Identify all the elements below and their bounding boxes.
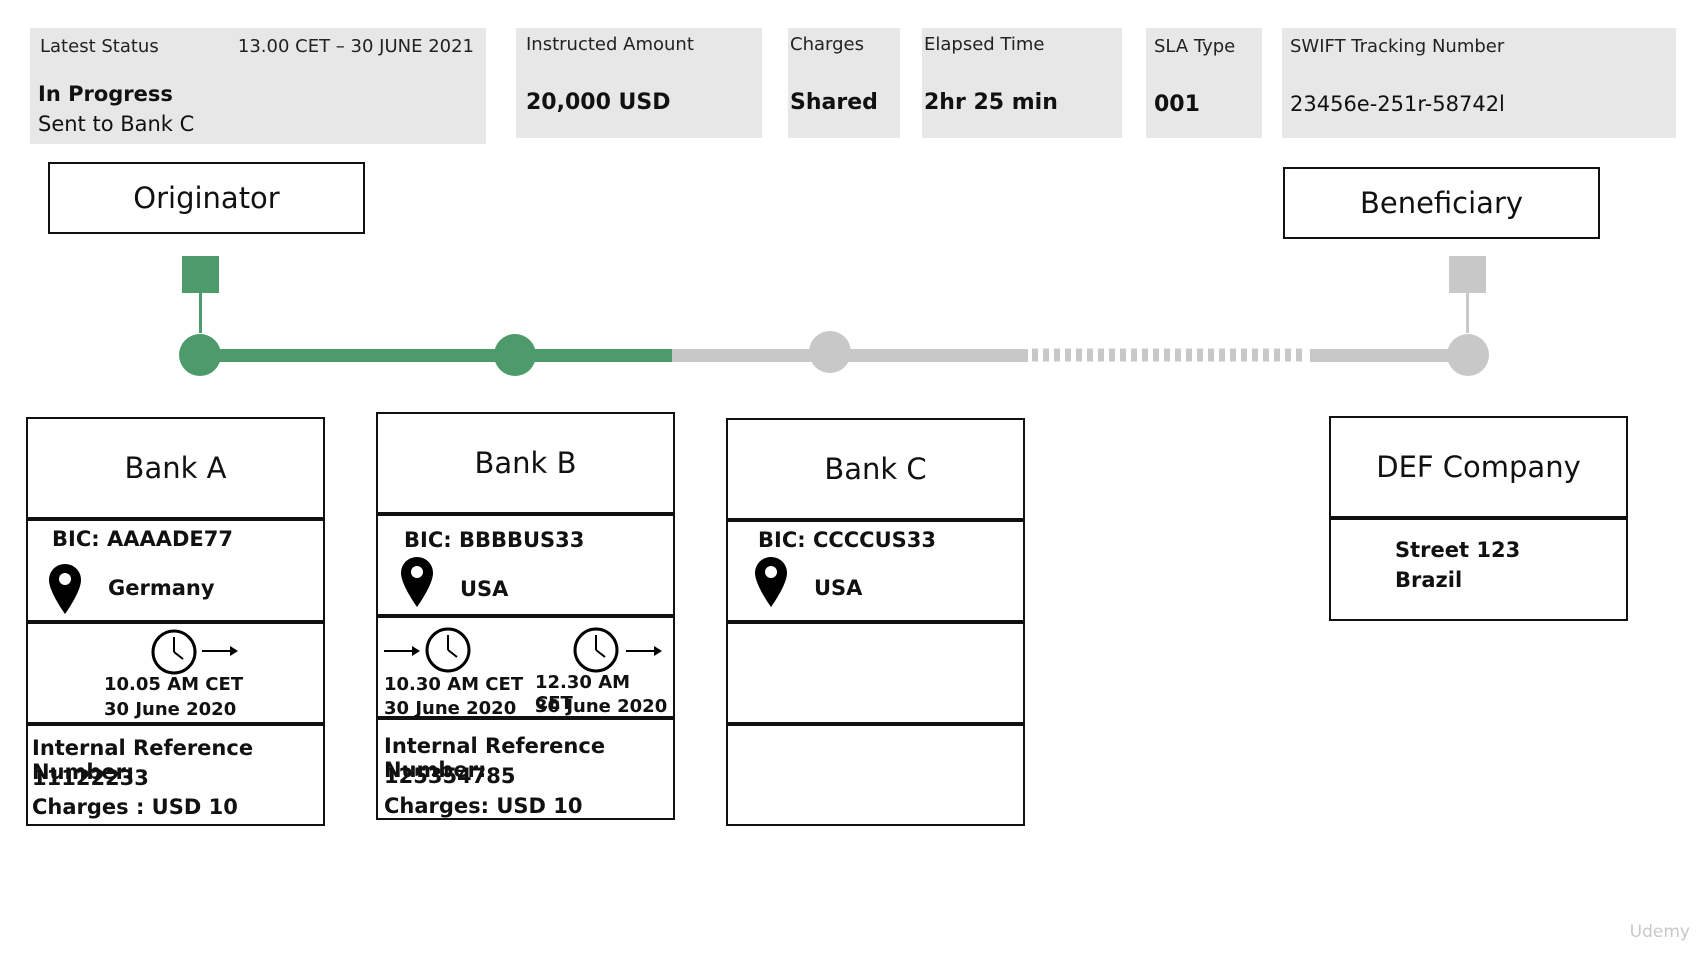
beneficiary-marker (1449, 256, 1486, 293)
bank-a-header: Bank A (26, 417, 325, 519)
latest-status-detail: Sent to Bank C (38, 112, 195, 136)
bank-a-details: BIC: AAAADE77 Germany (26, 519, 325, 622)
latest-status-timestamp: 13.00 CET – 30 JUNE 2021 (237, 36, 474, 57)
instructed-amount-label: Instructed Amount (526, 34, 694, 55)
swift-tracking-card: SWIFT Tracking Number 23456e-251r-58742l (1282, 28, 1676, 138)
bank-a-reference: Internal Reference Number: 11122233 Char… (26, 724, 325, 826)
bank-a-ref-label: Internal Reference Number: (32, 736, 254, 784)
bank-b-ref-number: 125354785 (384, 764, 516, 788)
originator-marker (182, 256, 219, 293)
bank-b-bic: BIC: BBBBUS33 (404, 528, 585, 552)
beneficiary-box: Beneficiary (1283, 167, 1600, 239)
bank-a-charges: Charges : USD 10 (32, 795, 238, 819)
bank-b-departure-date: 30 June 2020 (535, 696, 668, 717)
latest-status-label: Latest Status (40, 36, 159, 57)
bank-b-arrival-date: 30 June 2020 (384, 698, 517, 719)
instructed-amount-card: Instructed Amount 20,000 USD (516, 28, 762, 138)
company-country: Brazil (1395, 568, 1463, 592)
bank-b-charges: Charges: USD 10 (384, 794, 583, 818)
timeline-completed-segment (200, 349, 672, 362)
bank-a-country: Germany (108, 576, 215, 600)
bank-a-times: 10.05 AM CET 30 June 2020 (26, 622, 325, 724)
location-pin-icon (49, 564, 81, 614)
bank-b-country: USA (460, 577, 509, 601)
bank-c-name: Bank C (824, 452, 927, 486)
swift-tracking-value: 23456e-251r-58742l (1290, 92, 1505, 116)
sla-type-value: 001 (1154, 92, 1200, 117)
company-street: Street 123 (1395, 538, 1521, 562)
bank-a-ref-number: 11122233 (32, 766, 149, 790)
bank-b-departure-time: 12.30 AM CET (535, 672, 631, 714)
outgoing-arrow-icon (626, 646, 662, 656)
bank-b-ref-label: Internal Reference Number: (384, 734, 606, 782)
bank-c-reference (726, 724, 1025, 826)
bank-a-bic: BIC: AAAADE77 (52, 527, 233, 551)
charges-label: Charges (790, 34, 864, 55)
bank-c-header: Bank C (726, 418, 1025, 520)
elapsed-time-value: 2hr 25 min (924, 90, 1058, 115)
incoming-arrow-icon (384, 646, 420, 656)
company-header: DEF Company (1329, 416, 1628, 518)
node-bank-b (494, 334, 536, 376)
originator-stem (199, 293, 202, 333)
elapsed-time-label: Elapsed Time (924, 34, 1045, 55)
beneficiary-label: Beneficiary (1359, 186, 1524, 220)
sla-type-card: SLA Type 001 (1146, 28, 1262, 138)
clock-icon (573, 627, 619, 673)
bank-c-bic: BIC: CCCCUS33 (758, 528, 936, 552)
node-bank-a (179, 334, 221, 376)
bank-b-details: BIC: BBBBUS33 USA (376, 514, 675, 616)
swift-tracking-label: SWIFT Tracking Number (1290, 36, 1505, 57)
originator-label: Originator (133, 181, 280, 215)
bank-a-name: Bank A (124, 451, 227, 485)
bank-c-country: USA (814, 576, 863, 600)
latest-status-card: Latest Status 13.00 CET – 30 JUNE 2021 I… (30, 28, 486, 144)
watermark: Udemy (1629, 922, 1690, 942)
originator-box: Originator (48, 162, 365, 234)
sla-type-label: SLA Type (1154, 36, 1236, 57)
bank-c-details: BIC: CCCCUS33 USA (726, 520, 1025, 622)
clock-icon (151, 629, 197, 675)
instructed-amount-value: 20,000 USD (526, 90, 671, 115)
node-beneficiary (1447, 334, 1489, 376)
bank-b-reference: Internal Reference Number: 125354785 Cha… (376, 718, 675, 820)
charges-value: Shared (790, 90, 878, 115)
company-address: Street 123 Brazil (1329, 518, 1628, 621)
progress-timeline (179, 256, 1489, 376)
clock-icon (425, 627, 471, 673)
bank-c-times (726, 622, 1025, 724)
location-pin-icon (755, 557, 787, 607)
bank-b-arrival-time: 10.30 AM CET (384, 674, 524, 695)
latest-status-state: In Progress (38, 82, 173, 106)
location-pin-icon (401, 557, 433, 607)
beneficiary-stem (1466, 293, 1469, 333)
timeline-final-segment (1310, 349, 1468, 362)
bank-b-header: Bank B (376, 412, 675, 514)
bank-b-times: 10.30 AM CET 30 June 2020 12.30 AM CET 3… (376, 616, 675, 719)
charges-card: Charges Shared (788, 28, 900, 138)
node-bank-c (809, 331, 851, 373)
bank-a-time: 10.05 AM CET (104, 674, 244, 695)
bank-a-date: 30 June 2020 (104, 699, 237, 720)
elapsed-time-card: Elapsed Time 2hr 25 min (922, 28, 1122, 138)
bank-b-name: Bank B (474, 446, 577, 480)
outgoing-arrow-icon (202, 646, 238, 656)
company-name: DEF Company (1376, 450, 1581, 484)
